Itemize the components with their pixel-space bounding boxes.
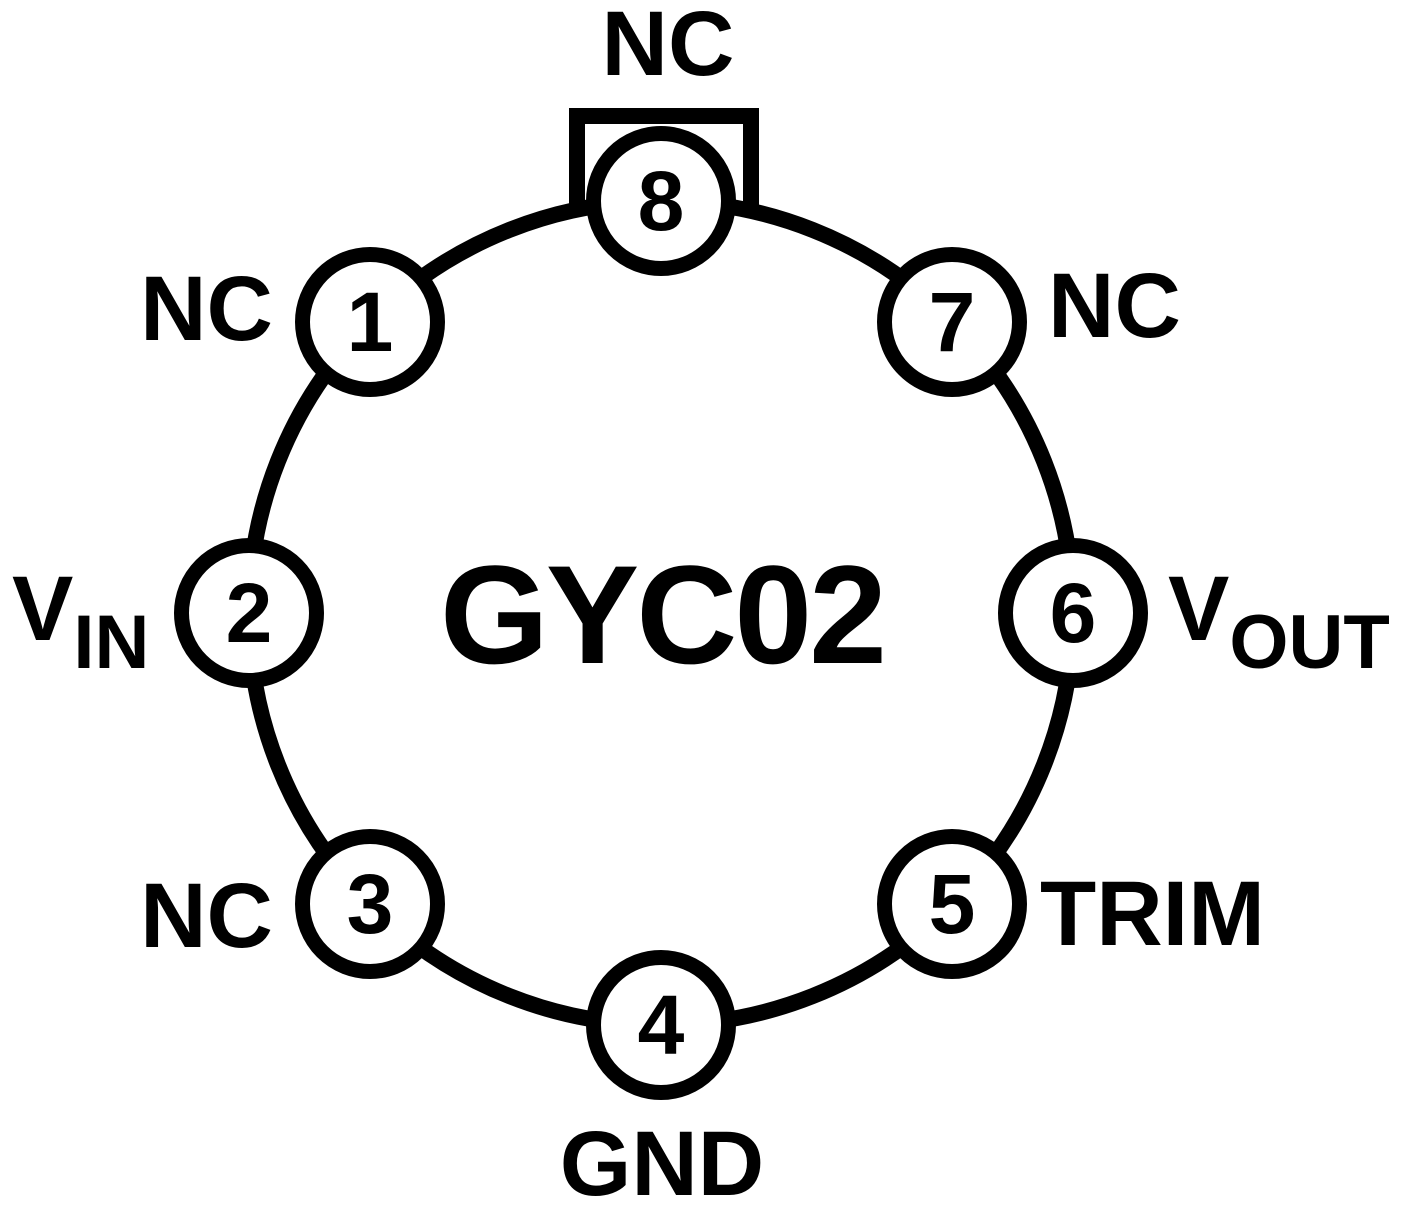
pin-circle-7: 7 <box>877 247 1027 397</box>
pin-label-5: TRIM <box>1040 863 1265 965</box>
pin-label-2-subscript: IN <box>73 600 150 685</box>
pin-circle-2: 2 <box>174 538 324 688</box>
pin-label-6-subscript: OUT <box>1229 600 1390 685</box>
pin-circle-8: 8 <box>586 126 736 276</box>
pin-circle-3: 3 <box>295 829 445 979</box>
pin-label-8: NC <box>601 0 735 95</box>
pin-number-1: 1 <box>346 275 394 369</box>
pin-label-6: VOUT <box>1168 563 1390 681</box>
pin-label-6-main: V <box>1168 558 1230 660</box>
tab-notch <box>569 108 759 215</box>
pin-label-7: NC <box>1048 255 1181 357</box>
pin-number-2: 2 <box>225 566 273 660</box>
pin-circle-5: 5 <box>877 829 1027 979</box>
pin-circle-1: 1 <box>295 247 445 397</box>
pin-number-7: 7 <box>928 275 976 369</box>
pin-number-5: 5 <box>928 857 976 951</box>
part-number: GYC02 <box>439 536 887 693</box>
pin-number-8: 8 <box>637 154 685 248</box>
pin-circle-4: 4 <box>586 950 736 1100</box>
pin-label-4: GND <box>559 1113 765 1210</box>
pin-label-1: NC <box>140 258 273 360</box>
pin-label-2-main: V <box>12 558 74 660</box>
pin-number-3: 3 <box>346 857 394 951</box>
pin-number-4: 4 <box>637 978 685 1072</box>
pin-label-2: VIN <box>12 563 149 681</box>
pin-label-3: NC <box>140 865 273 967</box>
pin-circle-6: 6 <box>998 538 1148 688</box>
pin-number-6: 6 <box>1049 566 1097 660</box>
